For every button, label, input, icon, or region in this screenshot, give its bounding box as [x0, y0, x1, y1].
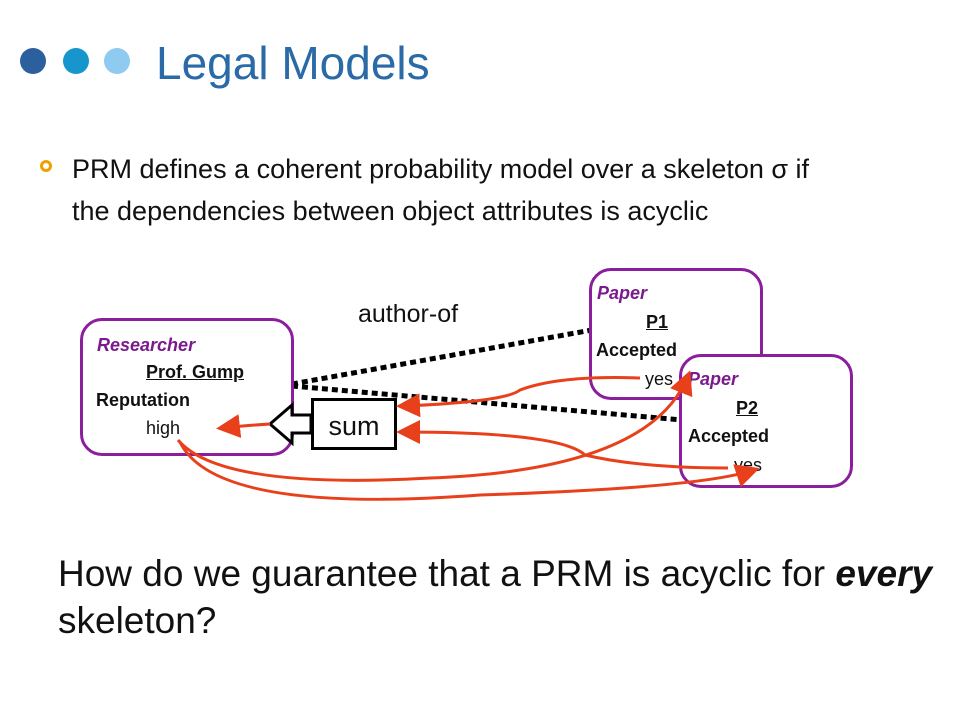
header-dot-3: [104, 48, 130, 74]
slide-title: Legal Models: [156, 37, 430, 89]
paper-p1-class-label: Paper: [597, 283, 648, 303]
bullet-text: PRM defines a coherent probability model…: [72, 154, 810, 226]
question-part-1: How do we guarantee that a PRM is acycli…: [58, 553, 836, 594]
header-dot-1: [20, 48, 46, 74]
paper-p1-name: P1: [646, 312, 669, 332]
paper-p1-attribute: Accepted: [596, 340, 678, 360]
researcher-attribute: Reputation: [96, 390, 190, 410]
sum-label: sum: [328, 411, 380, 441]
header-dot-2: [63, 48, 89, 74]
paper-p2-class-label: Paper: [688, 369, 739, 389]
researcher-class-label: Researcher: [97, 335, 196, 355]
question-emphasis: every: [835, 553, 933, 594]
bullet-marker: [40, 160, 52, 172]
paper-p2-name: P2: [736, 398, 759, 418]
question-part-2: skeleton?: [58, 600, 217, 641]
sum-aggregate-box: sum: [311, 398, 397, 450]
question-text: How do we guarantee that a PRM is acycli…: [58, 550, 960, 644]
paper-p2-attribute: Accepted: [688, 426, 770, 446]
researcher-value: high: [146, 418, 181, 438]
author-of-link-p1: [291, 327, 593, 387]
paper-p1-value: yes: [645, 369, 674, 389]
paper-p2-value: yes: [734, 455, 763, 475]
author-of-label: author-of: [358, 300, 459, 328]
researcher-name: Prof. Gump: [146, 362, 244, 382]
